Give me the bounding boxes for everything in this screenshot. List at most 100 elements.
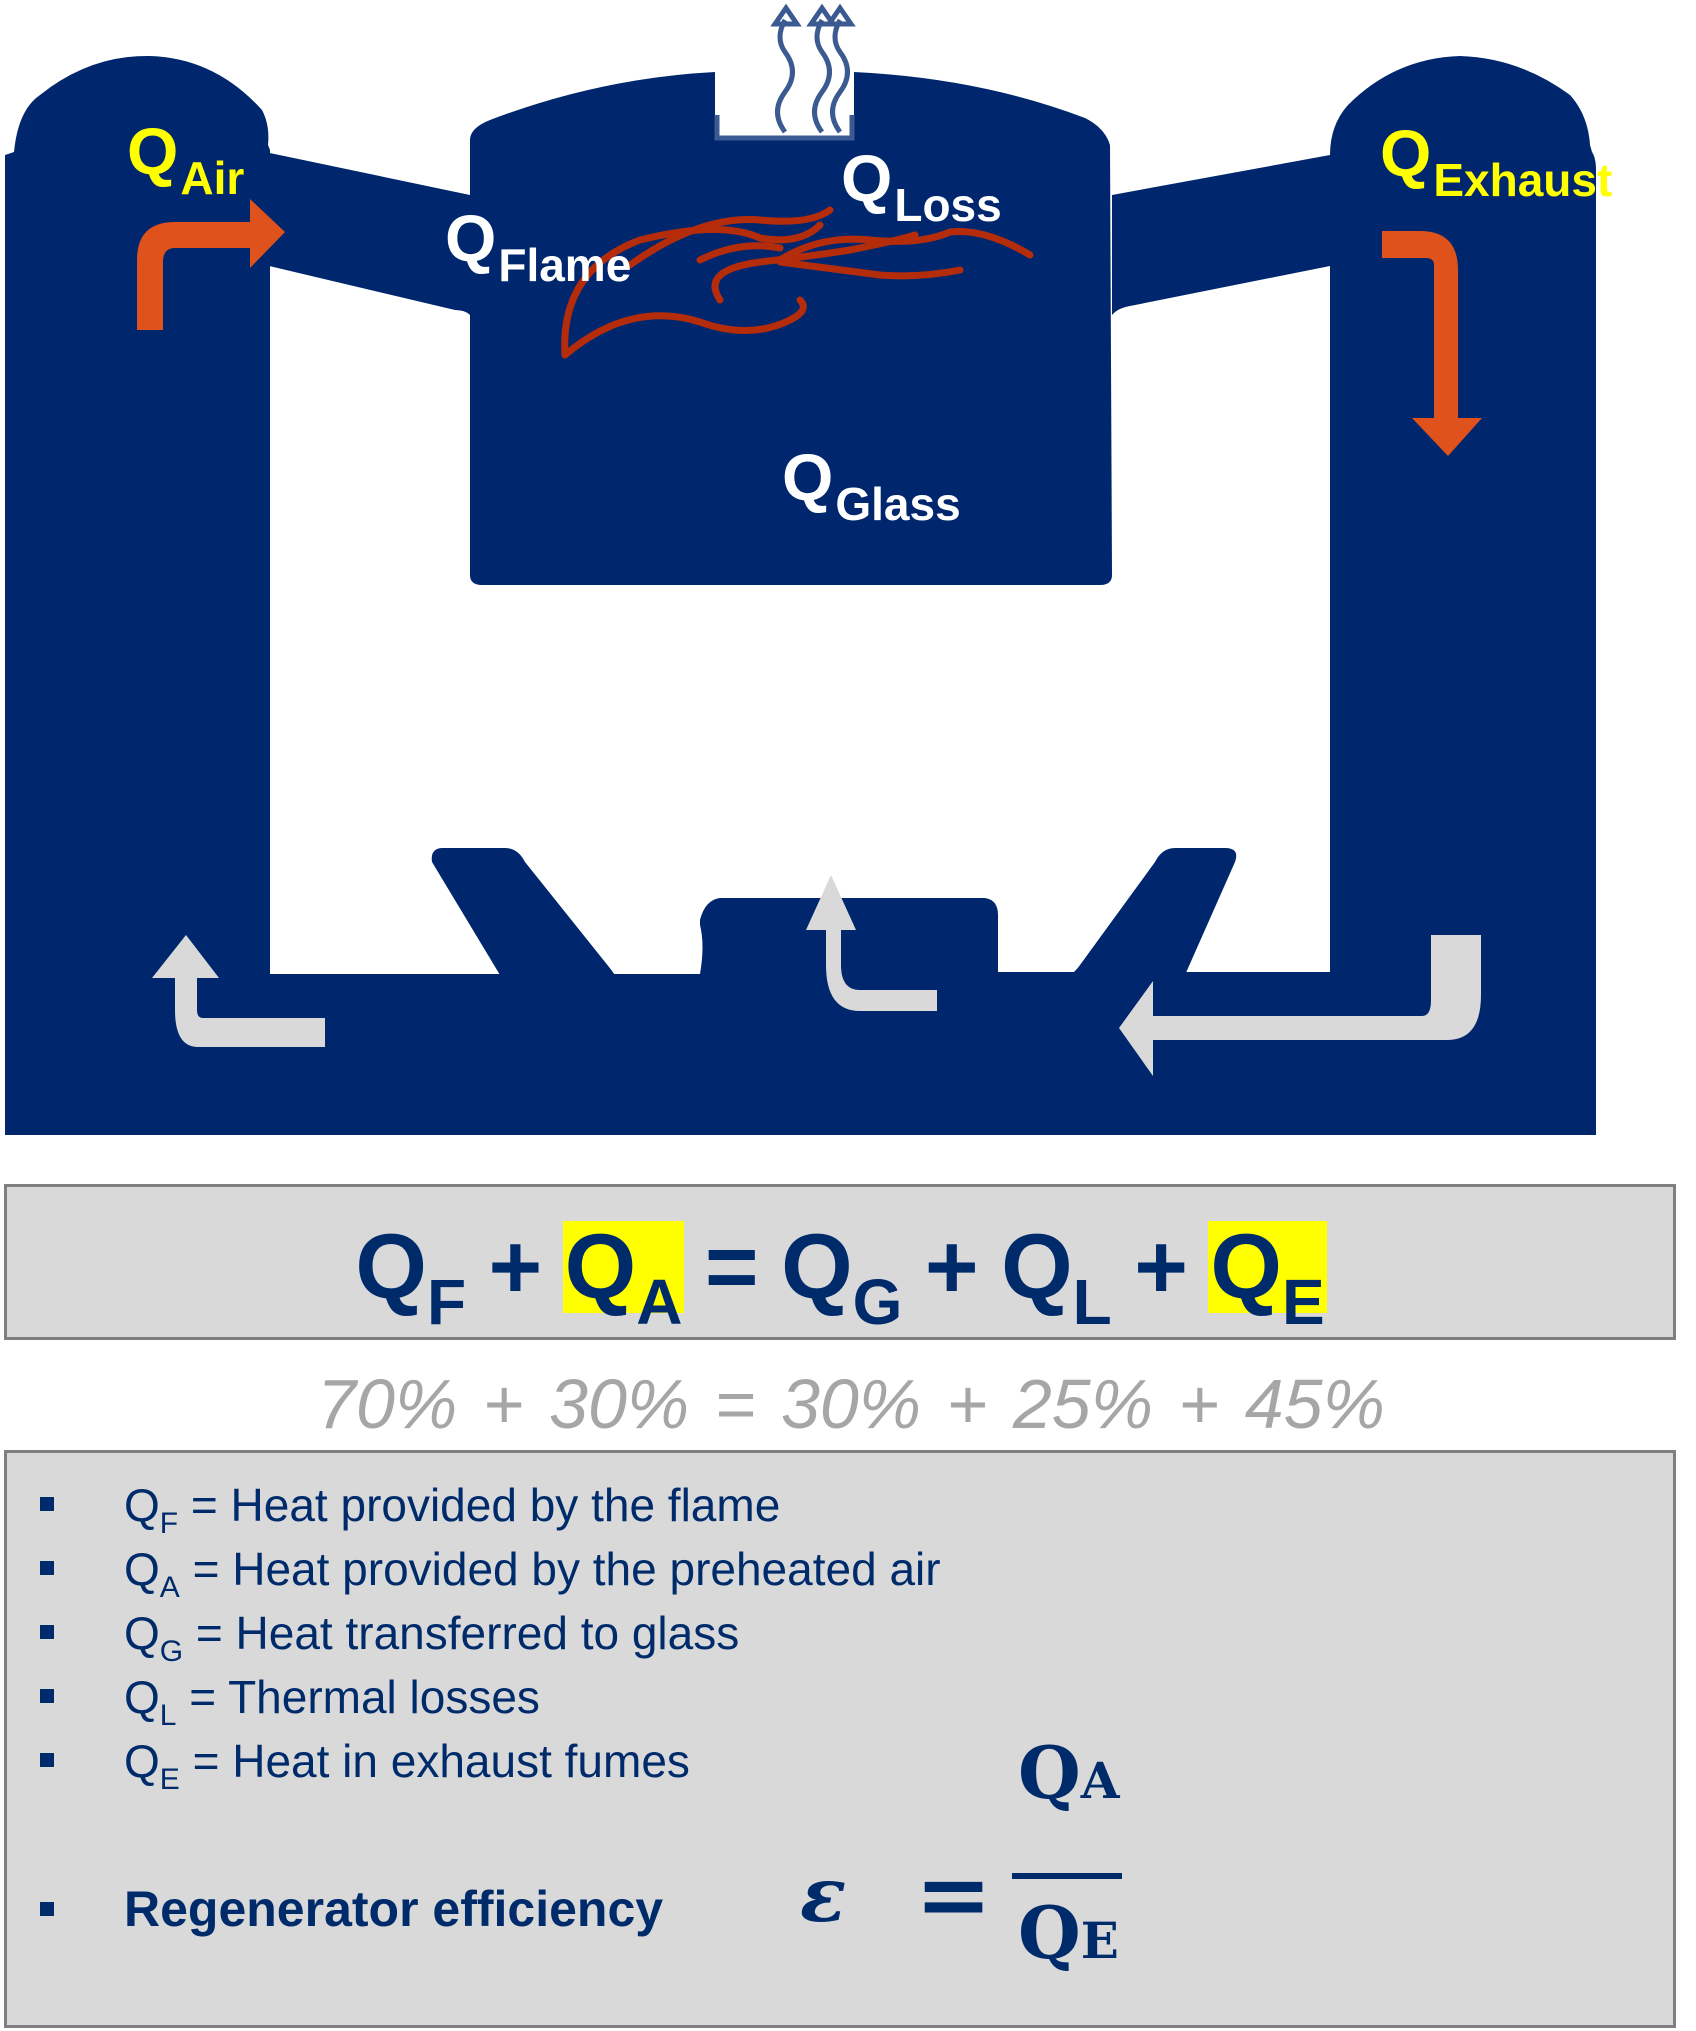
definition-text: = Heat transferred to glass xyxy=(195,1607,740,1659)
q-subscript: A xyxy=(159,1571,180,1604)
energy-balance-box: QF + QA = QG + QL + QE xyxy=(4,1184,1676,1340)
q-subscript: L xyxy=(159,1699,177,1732)
definition-item: QL = Thermal losses xyxy=(40,1670,540,1732)
q-subscript: Exhaust xyxy=(1433,154,1613,206)
pct-loss: 25% xyxy=(1012,1365,1153,1443)
q-symbol: Q xyxy=(445,201,497,275)
q-symbol: Q xyxy=(124,1479,160,1531)
right-regenerator xyxy=(1330,56,1596,1135)
efficiency-item: Regenerator efficiency xyxy=(40,1880,663,1938)
left-regenerator xyxy=(5,55,270,981)
plus-operator: + xyxy=(482,1365,524,1443)
pct-flame: 70% xyxy=(317,1365,458,1443)
q-subscript: E xyxy=(159,1763,180,1796)
q-subscript: G xyxy=(852,1266,903,1338)
q-symbol: Q xyxy=(127,114,179,188)
return-arrow-left-icon xyxy=(152,935,325,1047)
fraction-denominator: QE xyxy=(1018,1890,1119,1975)
epsilon-symbol: ε xyxy=(800,1850,847,1939)
q-exhaust-label: QExhaust xyxy=(1380,120,1612,203)
efficiency-label: Regenerator efficiency xyxy=(124,1881,664,1937)
definition-item: QA = Heat provided by the preheated air xyxy=(40,1542,941,1604)
equals-operator: = xyxy=(915,1840,993,1948)
term-q-flame: QF xyxy=(353,1221,468,1334)
q-symbol: Q xyxy=(564,1216,637,1318)
q-symbol: Q xyxy=(124,1671,160,1723)
plus-operator: + xyxy=(1134,1216,1188,1318)
energy-balance-equation: QF + QA = QG + QL + QE xyxy=(7,1216,1673,1334)
q-air-label: QAir xyxy=(127,118,244,201)
q-symbol: Q xyxy=(124,1735,160,1787)
bullet-icon xyxy=(40,1561,54,1575)
definition-text: = Thermal losses xyxy=(189,1671,540,1723)
q-subscript: A xyxy=(636,1266,683,1338)
plus-operator: + xyxy=(488,1216,543,1318)
plus-operator: + xyxy=(1178,1365,1220,1443)
equals-operator: = xyxy=(704,1216,759,1318)
q-symbol: Q xyxy=(355,1216,427,1318)
q-loss-label: QLoss xyxy=(841,145,1002,228)
q-subscript: Loss xyxy=(894,179,1002,231)
q-symbol: Q xyxy=(1210,1216,1282,1318)
q-symbol: Q xyxy=(124,1607,160,1659)
bullet-icon xyxy=(40,1753,54,1767)
q-symbol: Q xyxy=(1001,1216,1073,1318)
q-flame-label: QFlame xyxy=(445,205,631,288)
fraction-bar xyxy=(1012,1873,1122,1879)
q-symbol: Q xyxy=(1018,1890,1081,1975)
furnace-diagram xyxy=(5,3,1596,1135)
term-q-air: QA xyxy=(562,1221,685,1334)
q-symbol: Q xyxy=(1018,1730,1081,1815)
q-subscript: L xyxy=(1072,1266,1112,1338)
plus-operator: + xyxy=(946,1365,988,1443)
q-subscript: G xyxy=(159,1635,184,1668)
air-in-arrow-icon xyxy=(137,199,285,330)
term-q-loss: QL xyxy=(999,1221,1114,1334)
definition-item: QE = Heat in exhaust fumes xyxy=(40,1734,690,1796)
equals-operator: = xyxy=(714,1365,756,1443)
definition-item: QF = Heat provided by the flame xyxy=(40,1478,781,1540)
q-subscript: Air xyxy=(180,152,245,204)
bottom-flue xyxy=(5,898,1330,1135)
q-subscript: Flame xyxy=(498,239,632,291)
definition-text: = Heat provided by the flame xyxy=(190,1479,781,1531)
pct-exhaust: 45% xyxy=(1244,1365,1385,1443)
right-baffle xyxy=(1070,848,1237,975)
q-subscript: Glass xyxy=(835,478,961,530)
return-arrow-center-icon xyxy=(806,875,937,1011)
q-subscript: F xyxy=(159,1507,179,1540)
q-symbol: Q xyxy=(782,440,834,514)
pct-glass: 30% xyxy=(780,1365,922,1443)
melting-tank xyxy=(470,72,1112,585)
q-subscript: F xyxy=(426,1266,467,1338)
plus-operator: + xyxy=(924,1216,979,1318)
term-q-glass: QG xyxy=(779,1221,904,1334)
bullet-icon xyxy=(40,1497,54,1511)
flame-icon xyxy=(561,206,1034,359)
q-glass-label: QGlass xyxy=(782,444,961,527)
q-symbol: Q xyxy=(781,1216,853,1318)
pct-air: 30% xyxy=(549,1365,690,1443)
q-symbol: Q xyxy=(841,141,893,215)
q-subscript: E xyxy=(1080,1911,1119,1970)
q-subscript: E xyxy=(1281,1266,1325,1338)
return-arrow-right-icon xyxy=(1119,935,1481,1076)
right-port xyxy=(1112,155,1330,315)
percentage-line: 70% + 30% = 30% + 25% + 45% xyxy=(0,1364,1696,1444)
q-symbol: Q xyxy=(1380,116,1432,190)
bullet-icon xyxy=(40,1625,54,1639)
definition-text: = Heat in exhaust fumes xyxy=(192,1735,690,1787)
left-baffle xyxy=(431,848,615,975)
left-port xyxy=(265,152,470,315)
definition-item: QG = Heat transferred to glass xyxy=(40,1606,740,1668)
bullet-icon xyxy=(40,1902,54,1916)
bullet-icon xyxy=(40,1689,54,1703)
term-q-exhaust: QE xyxy=(1208,1221,1327,1334)
definition-text: = Heat provided by the preheated air xyxy=(192,1543,941,1595)
q-subscript: A xyxy=(1080,1751,1120,1810)
heat-rising-icon xyxy=(714,3,856,141)
q-symbol: Q xyxy=(124,1543,160,1595)
fraction-numerator: QA xyxy=(1018,1730,1120,1815)
exhaust-down-arrow-icon xyxy=(1382,231,1482,456)
definitions-box xyxy=(4,1450,1676,2028)
